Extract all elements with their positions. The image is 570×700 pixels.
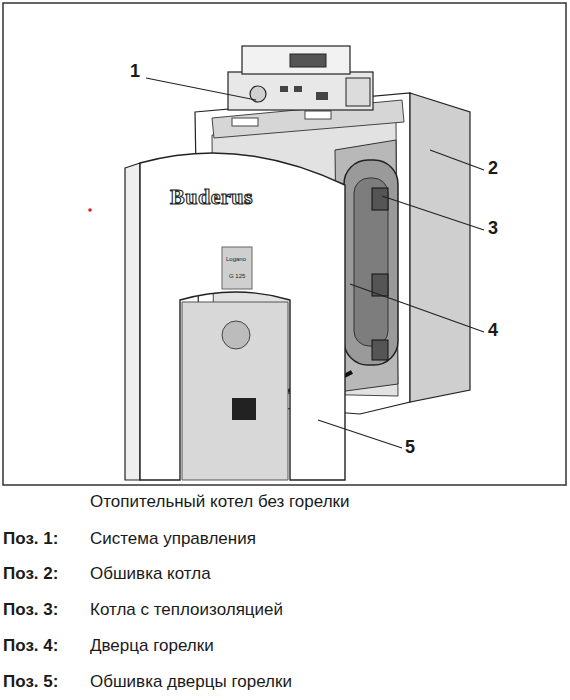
leader-line [430,150,484,170]
position-key: Поз. 1: [3,529,58,549]
position-key: Поз. 3: [3,600,58,620]
callout-number: 5 [405,437,415,458]
figure-frame [3,3,566,485]
casing-slot [305,111,331,119]
control-switch [316,92,328,100]
callout-number: 1 [130,61,140,82]
flange [222,321,250,349]
callout-number: 3 [488,218,498,239]
type-plate [222,247,252,289]
part-name: Обшивка дверцы горелки [90,672,292,692]
part-name: Дверца горелки [90,636,214,656]
position-key: Поз. 2: [3,564,58,584]
callout-number: 2 [488,158,498,179]
casing-slot [232,118,258,126]
control-button [294,86,302,92]
door-hinge [372,188,388,210]
position-key: Поз. 4: [3,636,58,656]
part-name: Котла с теплоизоляцией [90,600,283,620]
leader-line [146,78,256,100]
burner-door-inner [354,178,388,346]
door-cover-side [125,163,140,480]
door-hinge [372,340,388,360]
control-display [290,54,326,67]
part-name: Обшивка котла [90,564,211,584]
door-cover [140,153,345,480]
caption-text: Отопительный котел без горелки [90,492,350,512]
leader-line [350,284,484,332]
plate-text: Logano [226,256,246,263]
burner-opening [182,302,288,480]
control-body [228,72,373,110]
control-button [280,86,288,92]
leader-line [382,196,484,230]
leader-line [318,420,402,448]
plug [232,398,256,420]
position-key: Поз. 5: [3,672,58,692]
part-name: Система управления [90,529,256,549]
control-top [242,46,350,74]
brand-label: Buderus [170,184,253,209]
callout-number: 4 [488,320,498,341]
red-dot [88,208,92,212]
control-module [346,78,370,106]
plate-text: G 125 [229,273,245,280]
burner-door [344,160,398,365]
casing-side [410,93,470,402]
